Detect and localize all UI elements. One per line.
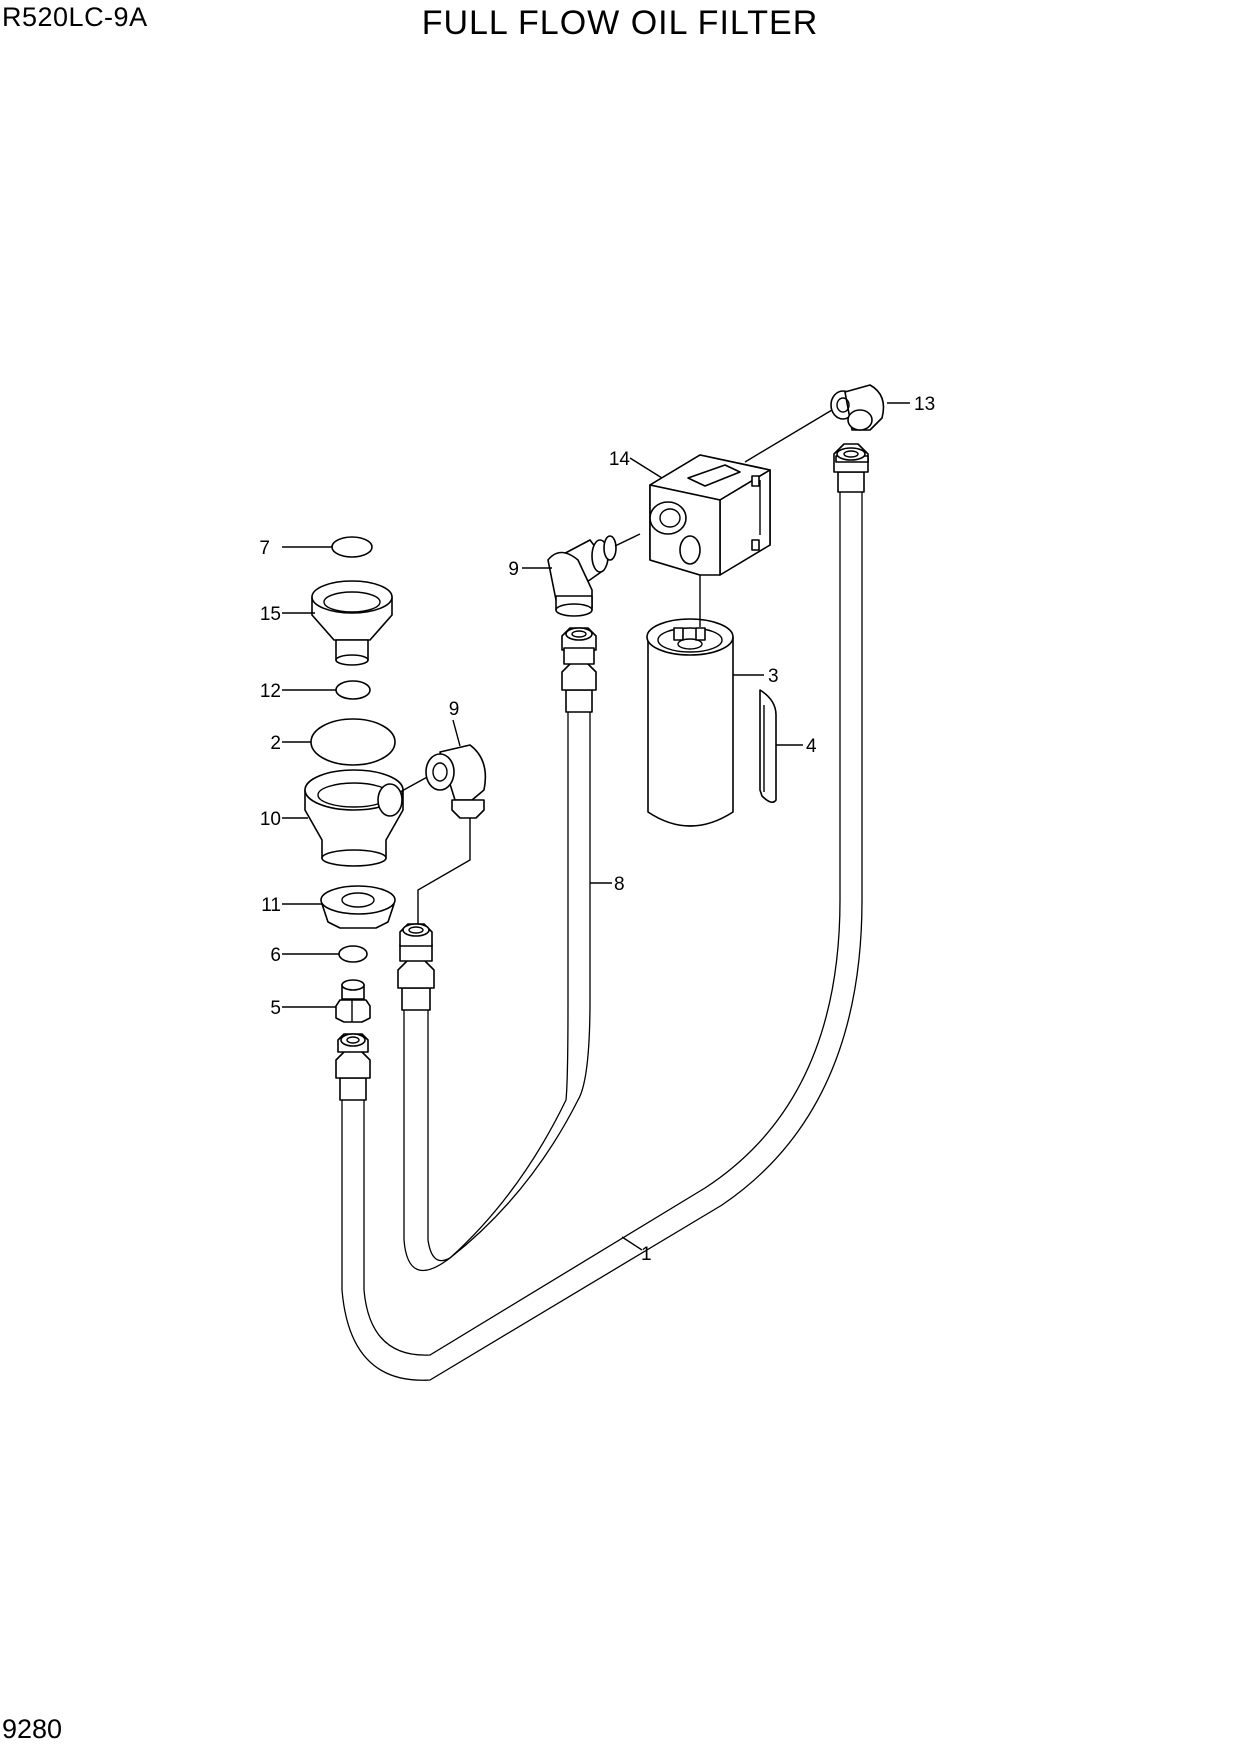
callout-4: 4 xyxy=(806,736,817,757)
o-ring-7 xyxy=(331,536,373,558)
elbow-fitting-13 xyxy=(744,384,885,463)
callout-13: 13 xyxy=(914,394,935,415)
elbow-fitting-9-upper xyxy=(547,533,641,617)
page-title: FULL FLOW OIL FILTER xyxy=(421,4,819,42)
callout-5: 5 xyxy=(270,998,281,1019)
callouts: 7 15 12 2 10 11 6 5 9 9 14 13 3 4 8 1 xyxy=(259,394,935,1265)
model-number: R520LC-9A xyxy=(2,2,148,32)
callout-10: 10 xyxy=(260,809,281,830)
o-ring-6 xyxy=(338,945,368,963)
callout-9-middle: 9 xyxy=(449,699,460,720)
hose-1 xyxy=(335,443,869,1381)
callout-7: 7 xyxy=(259,538,270,559)
label-sleeve-4 xyxy=(759,689,777,804)
filter-head-14 xyxy=(649,454,771,610)
callout-8: 8 xyxy=(614,874,625,895)
hose-8 xyxy=(397,627,597,1272)
nut-11 xyxy=(320,885,396,929)
callout-9-upper: 9 xyxy=(508,559,519,580)
callout-12: 12 xyxy=(260,681,281,702)
callout-14: 14 xyxy=(609,449,631,470)
callout-6: 6 xyxy=(270,945,281,966)
callout-15: 15 xyxy=(260,604,281,625)
connector-5 xyxy=(335,979,371,1023)
o-ring-12 xyxy=(335,680,371,700)
filter-cartridge-3 xyxy=(646,610,734,827)
adapter-15 xyxy=(311,580,393,666)
callout-2: 2 xyxy=(270,733,281,754)
housing-10 xyxy=(304,769,441,867)
o-ring-2 xyxy=(310,718,396,766)
page-number: 9280 xyxy=(2,1714,63,1744)
leader-lines xyxy=(282,402,910,1251)
callout-3: 3 xyxy=(768,666,779,687)
callout-1: 1 xyxy=(641,1244,652,1265)
callout-11: 11 xyxy=(261,895,281,916)
elbow-fitting-9-middle xyxy=(417,744,487,924)
